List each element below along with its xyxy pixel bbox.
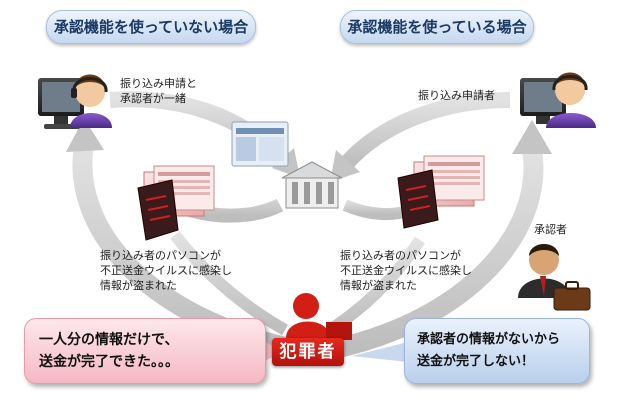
right-infection-note-line2: 不正送金ウイルスに感染し <box>340 264 472 277</box>
left-infected-document-icon <box>137 165 215 241</box>
arrowhead-left-outer <box>66 118 104 152</box>
right-infection-note-line1: 振り込み者のパソコンが <box>340 249 461 262</box>
criminal-label: 犯罪者 <box>272 338 344 366</box>
left-infection-note-line1: 振り込み者のパソコンが <box>100 249 221 262</box>
bubble-left-line2: 送金が完了できた。。。 <box>39 354 179 370</box>
arrow-right-outer <box>327 148 544 360</box>
left-user-icon <box>38 74 112 129</box>
right-infection-note-line3: 情報が盗まれた <box>340 279 417 292</box>
arrow-left-doc-to-criminal <box>170 231 288 336</box>
heading-with-approval: 承認機能を使っている場合 <box>340 10 534 44</box>
arrowhead-right-outer <box>512 120 552 154</box>
left-infection-note: 振り込み者のパソコンが 不正送金ウイルスに感染し 情報が盗まれた <box>100 248 232 293</box>
criminal-icon <box>286 293 352 340</box>
bubble-right: 承認者の情報がないから 送金が完了しない！ <box>404 318 590 384</box>
bubble-left: 一人分の情報だけで、 送金が完了できた。。。 <box>24 318 266 384</box>
left-user-label-line1: 振り込み申請と <box>120 77 197 90</box>
bubble-right-line2: 送金が完了しない！ <box>417 354 535 369</box>
approver-icon <box>518 244 591 311</box>
bubble-right-tail <box>352 342 408 362</box>
left-user-label: 振り込み申請と 承認者が一緒 <box>120 76 197 106</box>
bubble-left-line1: 一人分の情報だけで、 <box>39 332 179 348</box>
approver-label: 承認者 <box>534 223 567 236</box>
left-infection-note-line2: 不正送金ウイルスに感染し <box>100 264 232 277</box>
right-user-label: 振り込み申請者 <box>418 89 495 102</box>
heading-without-approval: 承認機能を使っていない場合 <box>46 10 256 44</box>
right-infection-note: 振り込み者のパソコンが 不正送金ウイルスに感染し 情報が盗まれた <box>340 248 472 293</box>
bubble-right-line1: 承認者の情報がないから <box>417 332 561 347</box>
bank-icon <box>231 121 343 209</box>
arrowhead-bank-right <box>330 150 360 182</box>
arrow-right-user-to-bank <box>338 92 511 171</box>
right-user-icon <box>520 72 596 128</box>
left-infection-note-line3: 情報が盗まれた <box>100 279 177 292</box>
left-user-label-line2: 承認者が一緒 <box>120 92 186 105</box>
right-infected-document-icon <box>397 155 485 229</box>
